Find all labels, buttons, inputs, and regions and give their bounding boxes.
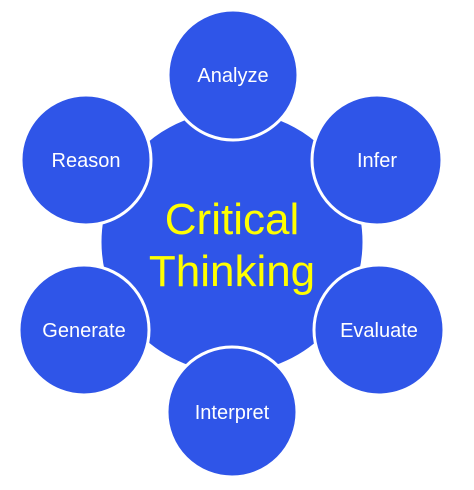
node-label-generate: Generate [42,320,125,342]
node-label-reason: Reason [52,150,121,172]
node-reason: Reason [19,93,153,227]
center-title-line1: Critical [165,195,299,244]
node-label-evaluate: Evaluate [340,320,418,342]
node-analyze: Analyze [166,8,300,142]
node-label-infer: Infer [357,150,397,172]
node-evaluate: Evaluate [312,263,446,397]
node-interpret: Interpret [165,345,299,479]
node-infer: Infer [310,93,444,227]
node-circle-evaluate [312,263,446,397]
node-circle-interpret [165,345,299,479]
node-label-interpret: Interpret [195,402,270,424]
node-circle-analyze [166,8,300,142]
center-title-line2: Thinking [149,247,315,296]
node-circle-generate [17,263,151,397]
node-generate: Generate [17,263,151,397]
node-circle-reason [19,93,153,227]
node-circle-infer [310,93,444,227]
node-label-analyze: Analyze [197,65,268,87]
center-node: Critical Thinking [98,108,366,376]
